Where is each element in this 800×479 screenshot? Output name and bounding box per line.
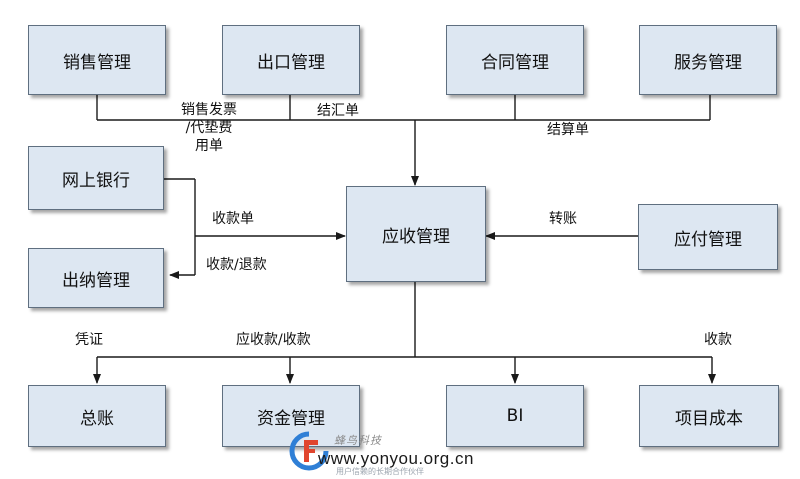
node-contract-label: 合同管理: [481, 52, 549, 73]
label-settlement: 结算单: [547, 122, 589, 138]
label-transfer: 转账: [549, 211, 577, 227]
label-receipt: 收款单: [212, 211, 254, 227]
label-sales-invoice: 销售发票 /代垫费 用单: [176, 101, 242, 155]
label-settlement-exchange: 结汇单: [317, 103, 359, 119]
node-project-cost[interactable]: 项目成本: [639, 385, 779, 447]
node-receivable[interactable]: 应收管理: [346, 186, 486, 282]
watermark-brand: 蜂鸟科技: [334, 434, 382, 447]
node-online-bank-label: 网上银行: [62, 170, 130, 191]
label-receipt-refund: 收款/退款: [206, 257, 267, 273]
node-cashier[interactable]: 出纳管理: [28, 248, 164, 308]
watermark-tagline: 用户信赖的长期合作伙伴: [336, 467, 424, 476]
watermark-url[interactable]: www.yonyou.org.cn: [318, 449, 474, 468]
label-receivable-receipt: 应收款/收款: [236, 332, 311, 348]
node-export-label: 出口管理: [257, 52, 325, 73]
node-contract[interactable]: 合同管理: [446, 25, 584, 95]
node-sales[interactable]: 销售管理: [28, 25, 166, 95]
node-bi[interactable]: BI: [446, 385, 584, 447]
label-voucher: 凭证: [75, 332, 103, 348]
label-collection: 收款: [704, 332, 732, 348]
node-ledger[interactable]: 总账: [28, 385, 166, 447]
watermark-logo-icon: [289, 431, 329, 471]
node-cashier-label: 出纳管理: [62, 270, 130, 291]
label-sales-invoice-line1: 销售发票: [181, 102, 237, 118]
node-payable[interactable]: 应付管理: [638, 204, 778, 270]
node-sales-label: 销售管理: [63, 52, 131, 73]
node-ledger-label: 总账: [80, 408, 114, 429]
label-sales-invoice-line3: 用单: [195, 138, 223, 154]
node-service-label: 服务管理: [674, 52, 742, 73]
node-project-cost-label: 项目成本: [675, 408, 743, 429]
node-payable-label: 应付管理: [674, 229, 742, 250]
node-export[interactable]: 出口管理: [222, 25, 360, 95]
label-sales-invoice-line2: /代垫费: [185, 120, 233, 136]
node-online-bank[interactable]: 网上银行: [28, 146, 164, 210]
node-funds-label: 资金管理: [257, 408, 325, 429]
node-bi-label: BI: [506, 406, 524, 426]
node-receivable-label: 应收管理: [382, 226, 450, 247]
node-service[interactable]: 服务管理: [639, 25, 777, 95]
